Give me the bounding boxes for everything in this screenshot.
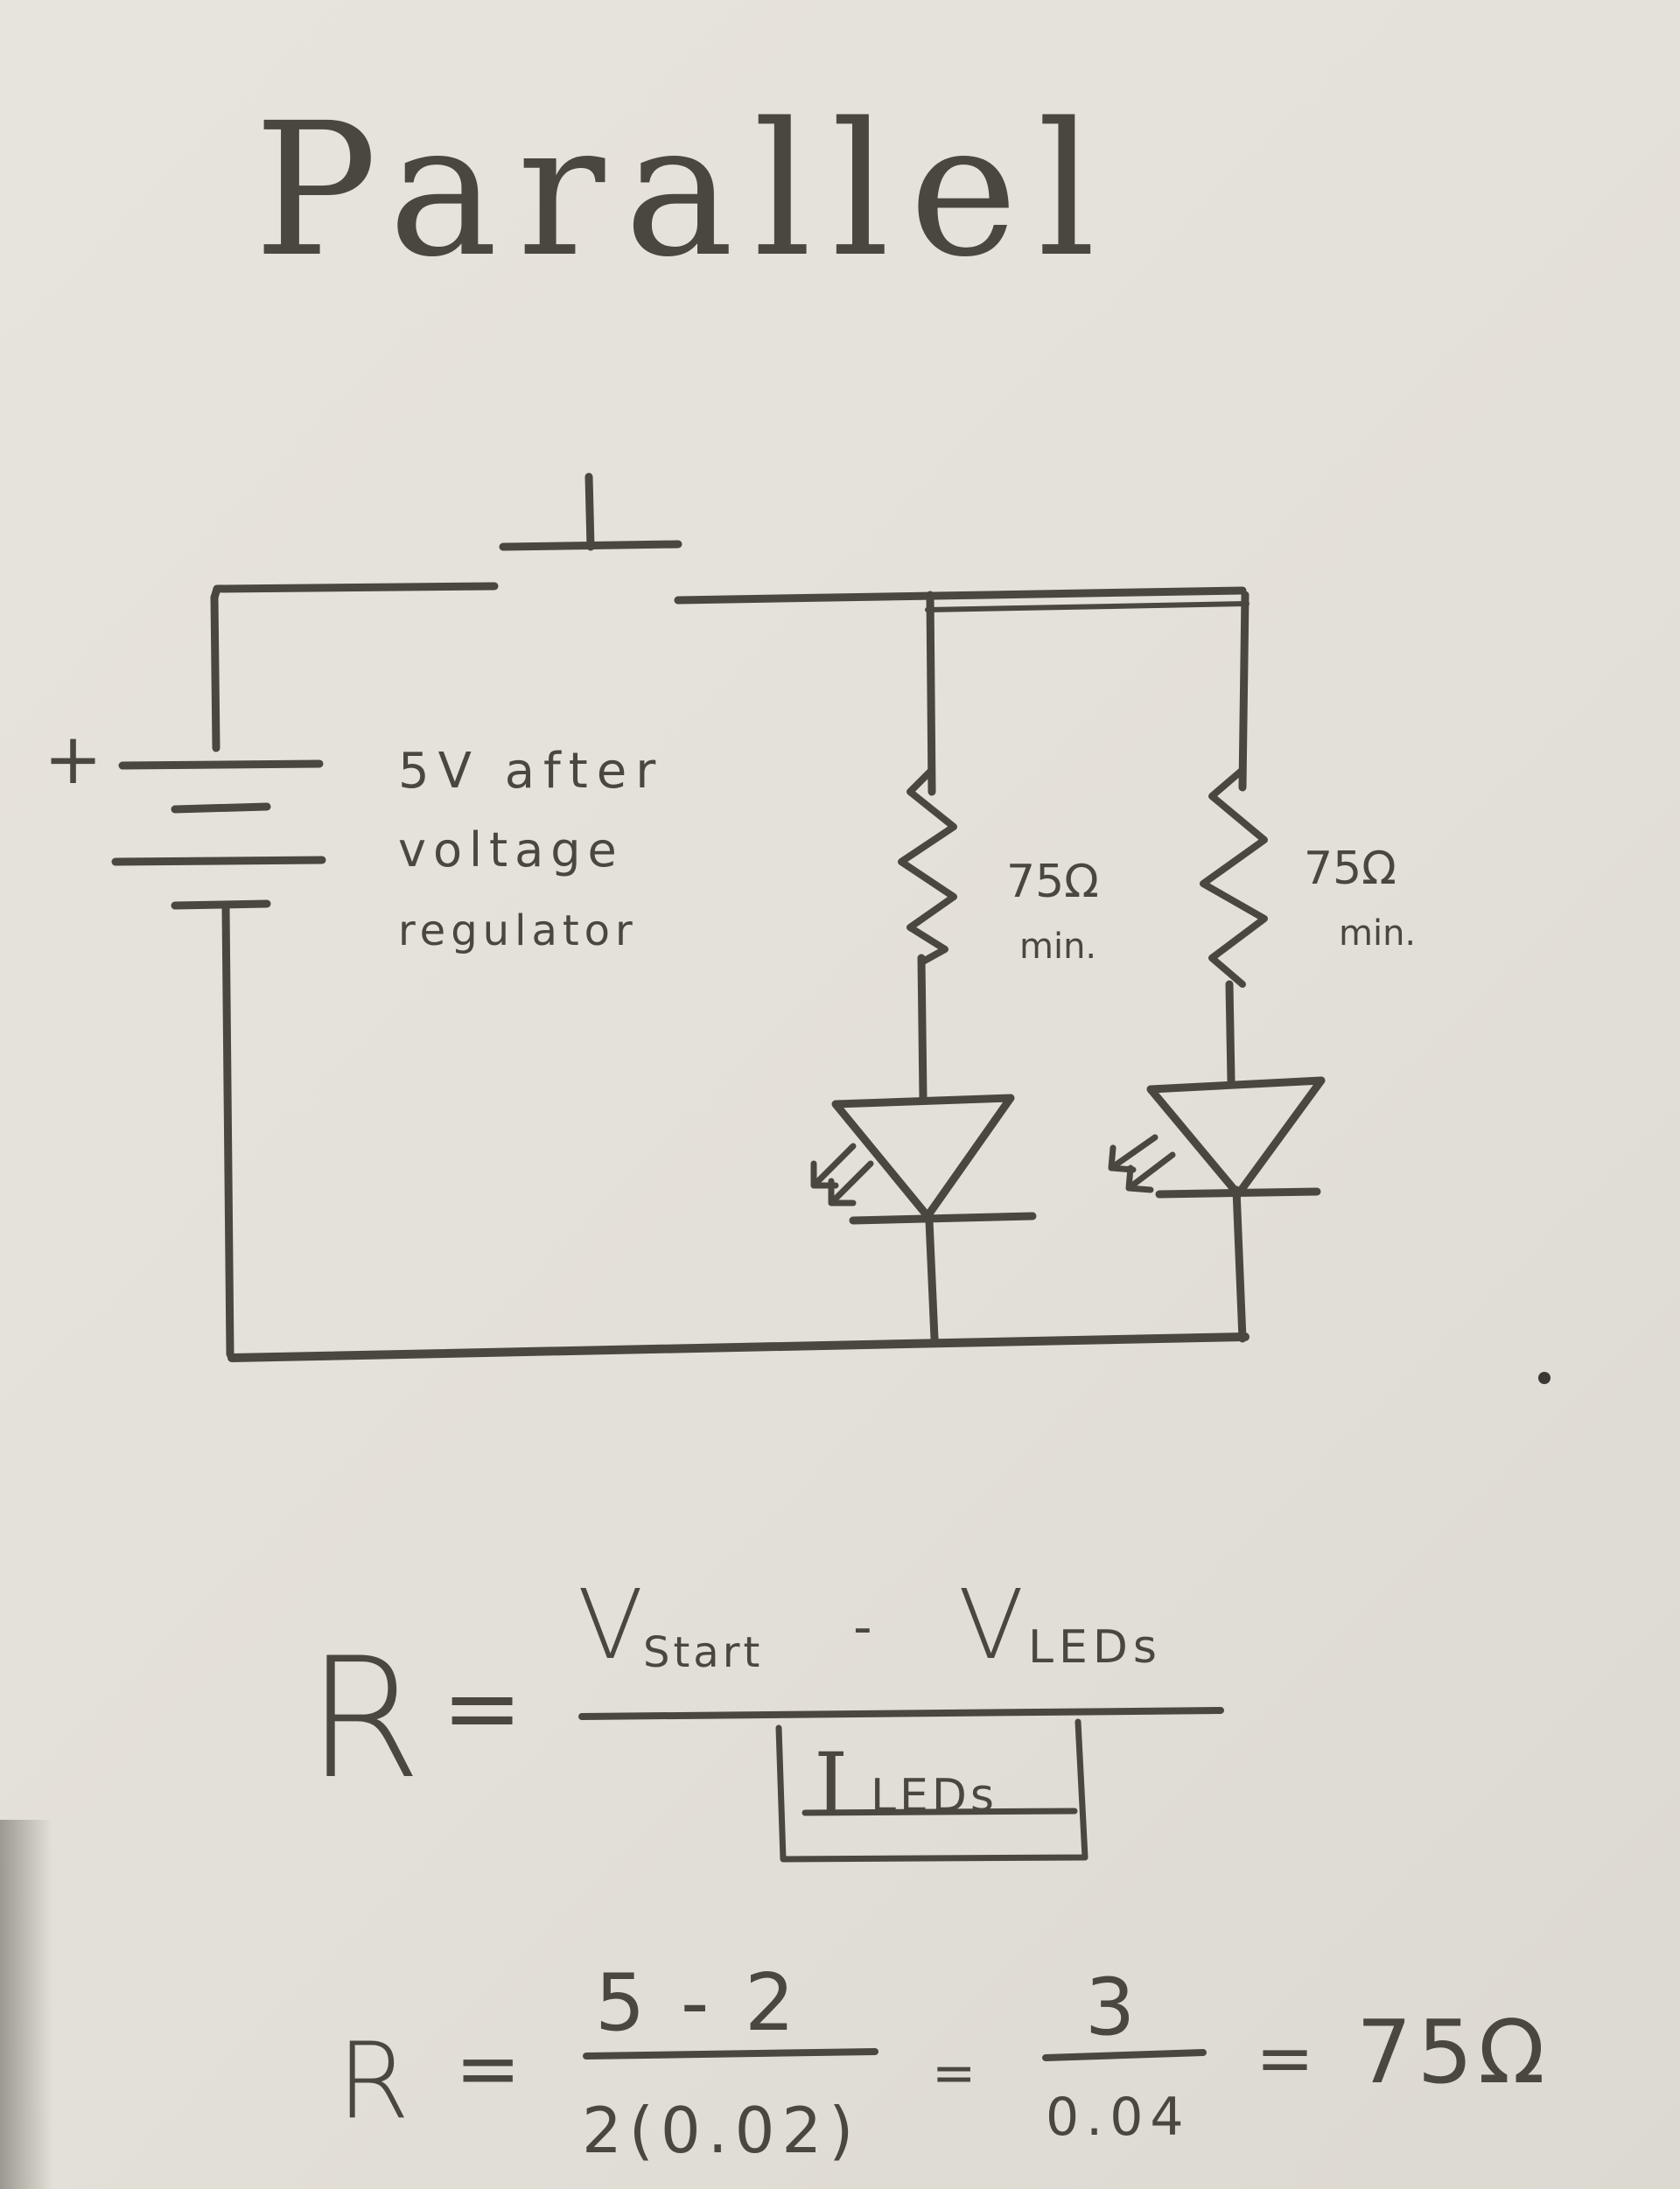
resistor-1: 75Ω min.: [898, 766, 1099, 967]
formula-denominator-box: [775, 1718, 1088, 1863]
calc-lhs: R: [337, 2021, 410, 2143]
formula-equals: =: [442, 1652, 522, 1764]
pencil-dot: [1538, 1372, 1550, 1384]
formula-lhs: R: [306, 1622, 422, 1815]
resistance-calculation: R = 5 - 2 2(0.02) = 3 0.04 = 75Ω: [337, 1957, 1550, 2167]
calc-eq3: =: [1256, 2018, 1314, 2099]
formula-fraction-bar: [578, 1707, 1224, 1720]
formula-i-sub: LEDs: [871, 1770, 998, 1822]
calc-frac2-num: 3: [1085, 1962, 1135, 2053]
push-button-switch: [499, 472, 682, 551]
battery-symbol: +: [44, 718, 326, 910]
calc-frac1-num: 5 - 2: [595, 1957, 800, 2049]
calc-eq1: =: [455, 2023, 521, 2115]
resistor-2-note: min.: [1339, 913, 1416, 954]
resistance-formula: R = V Start - V LEDs I LEDs: [306, 1569, 1224, 1863]
led-2: [1108, 1076, 1326, 1199]
battery-plus-sign: +: [44, 718, 102, 800]
calc-frac1-bar: [583, 2048, 878, 2060]
circuit-wires: [210, 582, 1250, 1362]
supply-label: 5V after voltage regulator: [398, 743, 664, 955]
resistor-2: 75Ω min.: [1200, 766, 1416, 988]
resistor-2-value: 75Ω: [1304, 843, 1396, 895]
calc-eq2: =: [932, 2043, 976, 2104]
formula-minus: -: [853, 1597, 872, 1658]
formula-v-start: V: [578, 1569, 643, 1681]
formula-i: I: [814, 1734, 849, 1836]
supply-label-line1: 5V after: [398, 743, 664, 800]
calc-result: 75Ω: [1356, 2001, 1550, 2103]
formula-v-leds-sub: LEDs: [1028, 1621, 1162, 1674]
calc-frac1-den: 2(0.02): [582, 2094, 860, 2167]
calc-frac2-bar: [1042, 2049, 1207, 2061]
resistor-1-value: 75Ω: [1006, 856, 1099, 908]
formula-v-leds: V: [958, 1569, 1024, 1681]
led-1: [810, 1094, 1037, 1225]
supply-label-line2: voltage: [398, 822, 624, 878]
resistor-1-note: min.: [1019, 927, 1096, 967]
formula-v-start-sub: Start: [643, 1628, 763, 1677]
supply-label-line3: regulator: [398, 906, 638, 955]
page-title: Parallel: [254, 83, 1115, 297]
calc-frac2-den: 0.04: [1046, 2087, 1191, 2148]
